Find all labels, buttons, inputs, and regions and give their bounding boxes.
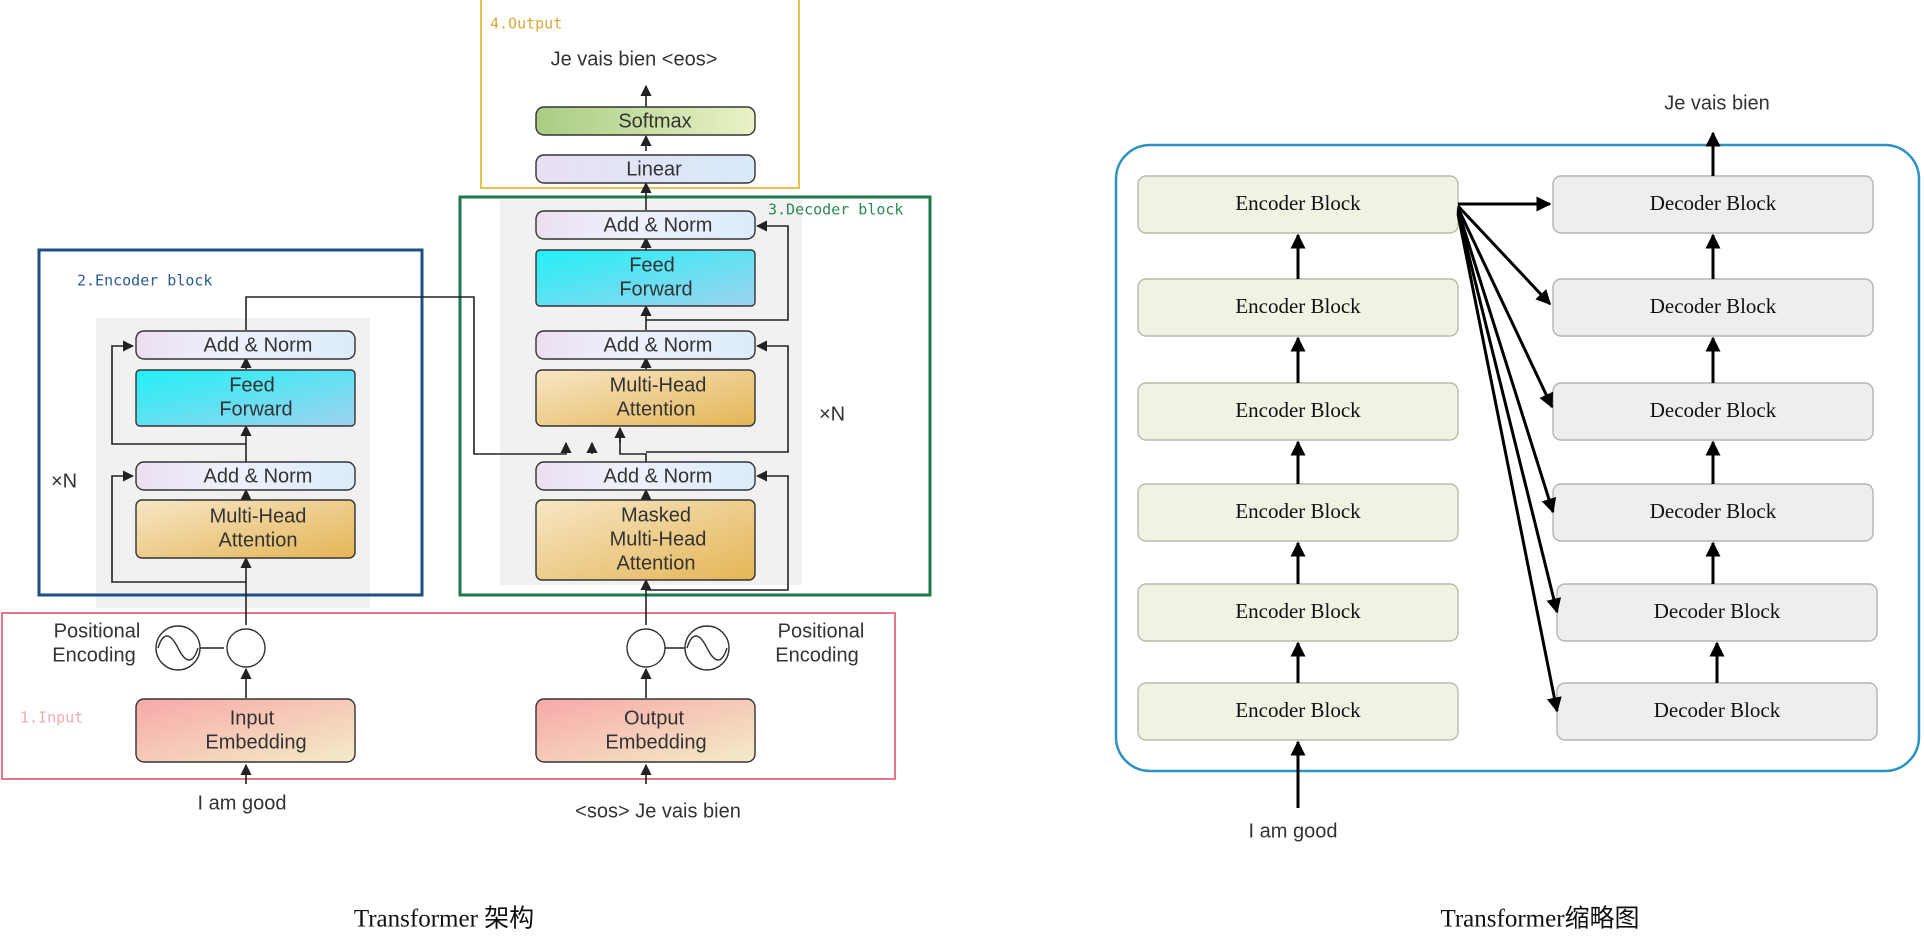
decoder-block-2: Decoder Block	[1552, 278, 1874, 337]
decoder-block-label: Decoder Block	[1650, 499, 1777, 523]
mha-label-1: Multi-Head	[210, 505, 307, 527]
decoder-add-norm-bottom: Add & Norm	[535, 461, 756, 491]
add-norm-label: Add & Norm	[204, 465, 313, 487]
decoder-positional-encoding: Positional Encoding	[626, 620, 865, 671]
decoder-output-text: Je vais bien <eos>	[551, 48, 718, 70]
encoder-section-frame	[37, 248, 424, 597]
feed-forward-label-2: Forward	[219, 398, 292, 420]
decoder-add-norm-top: Add & Norm	[535, 210, 756, 240]
feed-forward-label-2: Forward	[619, 278, 692, 300]
encoder-column: Encoder Block Encoder Block Encoder Bloc…	[1137, 175, 1459, 741]
output-embedding-label-2: Embedding	[605, 731, 706, 753]
add-norm-label: Add & Norm	[604, 214, 713, 236]
encoder-feed-forward: Feed Forward	[135, 369, 356, 427]
output-section-frame	[480, 0, 800, 189]
output-embedding-label-1: Output	[624, 707, 684, 729]
encoder-add-norm-top: Add & Norm	[135, 330, 356, 360]
input-section-frame	[1, 612, 896, 780]
masked-label-3: Attention	[617, 552, 696, 574]
input-embedding-label-2: Embedding	[205, 731, 306, 753]
input-embedding-label-1: Input	[230, 707, 275, 729]
decoder-column: Decoder Block Decoder Block Decoder Bloc…	[1552, 175, 1878, 741]
encoder-block-label: Encoder Block	[1235, 294, 1361, 318]
add-norm-label: Add & Norm	[604, 334, 713, 356]
encoder-connections	[111, 296, 598, 784]
decoder-block-label: Decoder Block	[1650, 398, 1777, 422]
feed-forward-label-1: Feed	[229, 374, 275, 396]
decoder-section-label: 3.Decoder block	[768, 201, 903, 219]
encoder-to-decoder-arrows	[1456, 196, 1562, 713]
mha-label-2: Attention	[617, 398, 696, 420]
feed-forward-label-1: Feed	[629, 254, 675, 276]
linear-label: Linear	[626, 158, 682, 180]
encoder-add-norm-bottom: Add & Norm	[135, 461, 356, 491]
encoder-block-1: Encoder Block	[1137, 175, 1459, 234]
encoder-block-5: Encoder Block	[1137, 583, 1459, 642]
input-section-label: 1.Input	[20, 709, 83, 727]
right-diagram-caption: Transformer缩略图	[1440, 905, 1639, 933]
encoder-multi-head-attention: Multi-Head Attention	[135, 499, 356, 559]
positional-encoding-label-1: Positional	[778, 620, 865, 642]
encoder-block-6: Encoder Block	[1137, 682, 1459, 741]
decoder-block-label: Decoder Block	[1650, 191, 1777, 215]
thumbnail-frame	[1114, 143, 1921, 773]
output-section-label: 4.Output	[490, 15, 562, 33]
left-diagram-caption: Transformer 架构	[354, 905, 534, 933]
decoder-block-3: Decoder Block	[1552, 382, 1874, 441]
add-norm-label: Add & Norm	[604, 465, 713, 487]
encoder-block-label: Encoder Block	[1235, 398, 1361, 422]
input-embedding-block: Input Embedding	[135, 698, 356, 763]
add-node-icon	[226, 628, 266, 668]
encoder-block-label: Encoder Block	[1235, 191, 1361, 215]
positional-encoding-label-2: Encoding	[775, 644, 858, 666]
decoder-input-text: <sos> Je vais bien	[575, 800, 741, 822]
decoder-multi-head-attention: Multi-Head Attention	[535, 369, 756, 427]
positional-encoding-label-2: Encoding	[52, 644, 135, 666]
decoder-block-6: Decoder Block	[1556, 682, 1878, 741]
decoder-block-label: Decoder Block	[1650, 294, 1777, 318]
encoder-block-label: Encoder Block	[1235, 599, 1361, 623]
softmax-label: Softmax	[618, 110, 691, 132]
decoder-masked-multi-head-attention: Masked Multi-Head Attention	[535, 499, 756, 581]
decoder-block-label: Decoder Block	[1654, 599, 1781, 623]
masked-label-1: Masked	[621, 504, 691, 526]
thumbnail-output-text: Je vais bien	[1664, 92, 1770, 114]
encoder-repeat-label: ×N	[51, 470, 77, 492]
transformer-thumbnail-diagram: Encoder Block Encoder Block Encoder Bloc…	[1114, 92, 1921, 933]
linear-block: Linear	[535, 154, 756, 184]
positional-encoding-label-1: Positional	[54, 620, 141, 642]
decoder-block-label: Decoder Block	[1654, 698, 1781, 722]
decoder-block-1: Decoder Block	[1552, 175, 1874, 234]
encoder-block-label: Encoder Block	[1235, 499, 1361, 523]
decoder-block-5: Decoder Block	[1556, 583, 1878, 642]
mha-label-2: Attention	[219, 529, 298, 551]
transformer-architecture-diagram: 1.Input 2.Encoder block 3.Decoder block …	[1, 0, 932, 933]
encoder-block-4: Encoder Block	[1137, 483, 1459, 542]
decoder-add-norm-middle: Add & Norm	[535, 330, 756, 360]
mha-label-1: Multi-Head	[610, 374, 707, 396]
encoder-input-text: I am good	[198, 792, 287, 814]
encoder-block-label: Encoder Block	[1235, 698, 1361, 722]
encoder-positional-encoding: Positional Encoding	[52, 620, 266, 671]
decoder-repeat-label: ×N	[819, 403, 845, 425]
add-node-icon	[626, 628, 666, 668]
decoder-feed-forward: Feed Forward	[535, 249, 756, 307]
masked-label-2: Multi-Head	[610, 528, 707, 550]
thumbnail-vertical-arrows	[1290, 131, 1725, 808]
encoder-block-2: Encoder Block	[1137, 278, 1459, 337]
encoder-section-label: 2.Encoder block	[77, 272, 212, 290]
decoder-section-frame	[458, 195, 932, 597]
encoder-block-3: Encoder Block	[1137, 382, 1459, 441]
decoder-block-4: Decoder Block	[1552, 483, 1874, 542]
softmax-block: Softmax	[535, 106, 756, 136]
decoder-connections	[614, 84, 789, 784]
thumbnail-input-text: I am good	[1249, 820, 1338, 842]
add-norm-label: Add & Norm	[204, 334, 313, 356]
output-embedding-block: Output Embedding	[535, 698, 756, 763]
